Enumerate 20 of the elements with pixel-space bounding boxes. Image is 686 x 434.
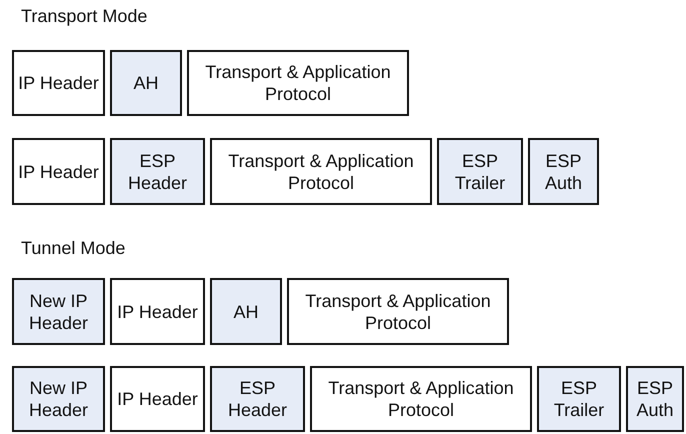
packet-field: IP Header [12,138,105,205]
packet-field: ESP Trailer [537,366,621,432]
section-heading: Tunnel Mode [21,238,126,259]
packet-field: ESP Header [210,366,305,432]
packet-field: Transport & Application Protocol [210,138,432,205]
packet-field: New IP Header [12,278,105,345]
packet-field: IP Header [110,278,205,345]
packet-field: IP Header [110,366,205,432]
packet-field: Transport & Application Protocol [287,278,509,345]
packet-field: ESP Auth [528,138,599,205]
packet-field: Transport & Application Protocol [187,50,409,116]
packet-field: Transport & Application Protocol [310,366,532,432]
packet-field: New IP Header [12,366,105,432]
packet-field: ESP Header [110,138,205,205]
packet-field: AH [210,278,282,345]
packet-field: ESP Auth [626,366,684,432]
packet-field: AH [110,50,182,116]
packet-field: IP Header [12,50,105,116]
section-heading: Transport Mode [21,6,148,27]
packet-field: ESP Trailer [437,138,523,205]
